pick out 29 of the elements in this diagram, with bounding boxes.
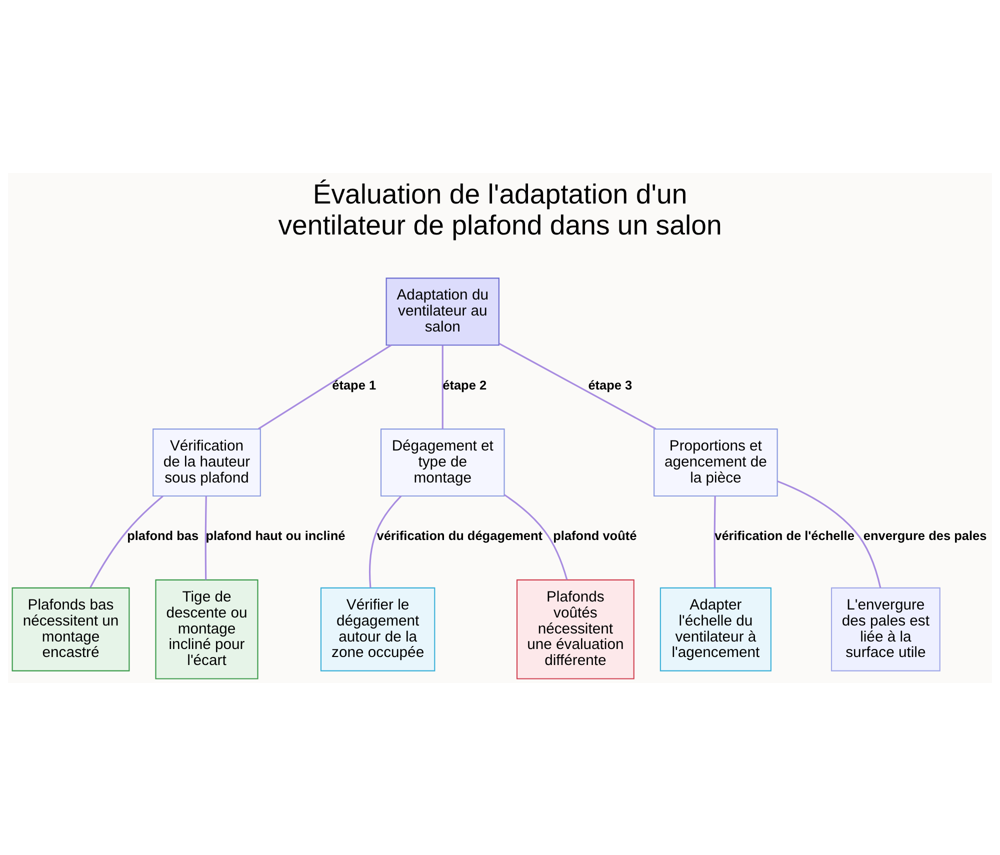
node-box: Tige de descente ou montage incliné pour l'écart (155, 578, 258, 679)
edge-label: vérification de l'échelle (714, 528, 854, 543)
node-box: Vérifier le dégagement autour de la zone occupée (320, 586, 436, 671)
edge-label: vérification du dégagement (376, 528, 543, 543)
node-box: Plafonds voûtés nécessitent une évaluation différente (516, 578, 634, 679)
node-box: Dégagement et type de montage (380, 428, 505, 496)
node-box: Proportions et agencement de la pièce (654, 428, 778, 496)
node-box: Vérification de la hauteur sous plafond (152, 428, 261, 496)
connector (714, 496, 716, 588)
edge-label: plafond voûté (553, 528, 637, 543)
connector (368, 495, 402, 588)
edge-label: plafond bas (127, 528, 199, 543)
node-box: Adapter l'échelle du ventilateur à l'agencement (660, 586, 772, 671)
edge-label: étape 2 (442, 376, 487, 392)
edge-label: étape 1 (332, 376, 376, 392)
connector (90, 495, 164, 588)
diagram-title: Évaluation de l'adaptation d'un ventilateur de plafond dans un salon (278, 178, 722, 240)
node-box: Plafonds bas nécessitent un montage encastré (12, 586, 130, 671)
connector (204, 496, 207, 580)
node-box: L'envergure des pales est liée à la surface utile (830, 586, 940, 671)
connector (504, 494, 568, 580)
connector (777, 480, 882, 588)
edge-label: plafond haut ou incliné (206, 528, 346, 543)
edge-label: étape 3 (588, 376, 632, 392)
connector (258, 344, 392, 429)
node-box: Adaptation du ventilateur au salon (386, 277, 500, 346)
edge-label: envergure des pales (863, 528, 987, 543)
connector (498, 342, 656, 430)
connector (442, 344, 444, 428)
